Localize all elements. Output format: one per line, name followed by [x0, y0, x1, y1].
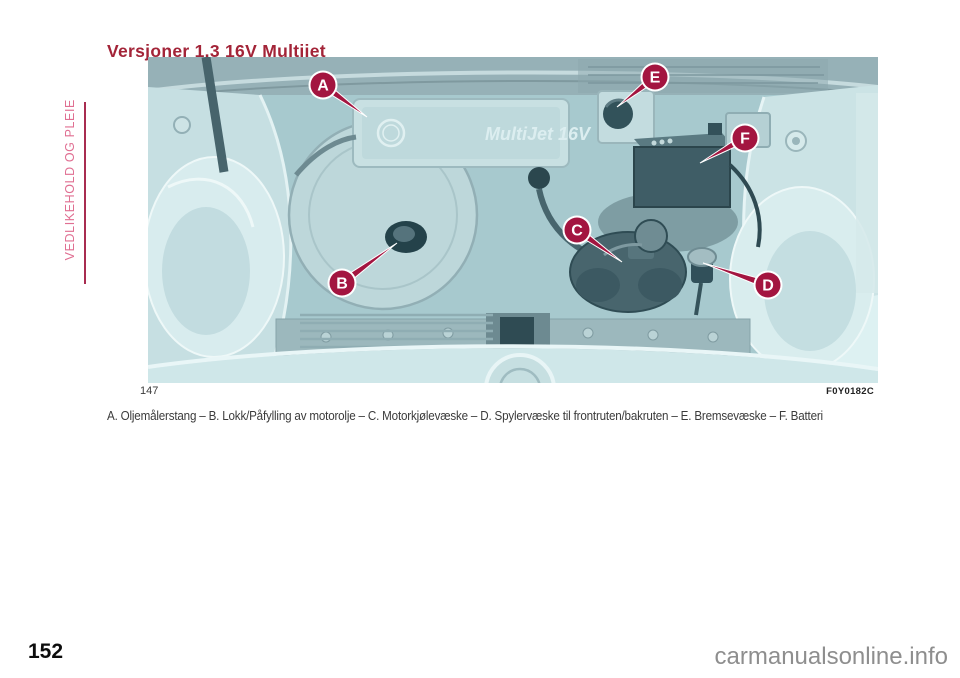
callout-letter-E: E — [650, 70, 661, 87]
left-fender — [143, 87, 293, 384]
page-number: 152 — [28, 640, 64, 663]
brake-fluid-reservoir — [597, 90, 655, 144]
callout-letter-B: B — [336, 276, 348, 293]
fiat-logo-emblem — [376, 118, 406, 148]
figure-code: F0Y0182C — [826, 386, 874, 397]
washer-fluid-filler — [687, 247, 717, 316]
engine-bay-illustration: MultiJet 16V — [143, 56, 879, 425]
engine-bay-figure: MultiJet 16V — [143, 56, 879, 425]
callout-letter-D: D — [762, 278, 774, 295]
battery-terminal — [708, 123, 722, 135]
page-title: Versjoner 1.3 16V Multijet — [107, 40, 326, 61]
callout-labels: A B C D E F — [308, 62, 783, 300]
cowl-panel — [147, 57, 879, 99]
washer-fluid-cap — [687, 247, 717, 267]
callout-B: B — [327, 242, 398, 298]
figure-number: 147 — [140, 385, 159, 397]
coolant-tank — [569, 219, 687, 313]
hose-port — [528, 167, 550, 189]
engine-badge-text: MultiJet 16V — [485, 124, 592, 144]
hood-prop-rod — [201, 56, 229, 173]
valve-cover: MultiJet 16V — [352, 98, 592, 168]
coolant-cap — [634, 219, 668, 253]
watermark: carmanualsonline.info — [714, 643, 948, 670]
callout-C: C — [562, 215, 623, 263]
callout-F: F — [699, 123, 760, 164]
figure-caption-text: A. Oljemålerstang – B. Lokk/Påfylling av… — [107, 409, 823, 423]
figure-caption: A. Oljemålerstang – B. Lokk/Påfylling av… — [107, 409, 879, 423]
sidebar-rule — [84, 102, 86, 284]
right-fender — [729, 85, 878, 384]
callout-letter-F: F — [740, 131, 750, 148]
sidebar-section-label: VEDLIKEHOLD OG PLEIE — [63, 99, 77, 261]
callout-E: E — [616, 62, 670, 108]
callout-letter-A: A — [317, 78, 329, 95]
callout-D: D — [702, 262, 783, 300]
callout-A: A — [308, 70, 368, 118]
callout-letter-C: C — [571, 223, 583, 240]
